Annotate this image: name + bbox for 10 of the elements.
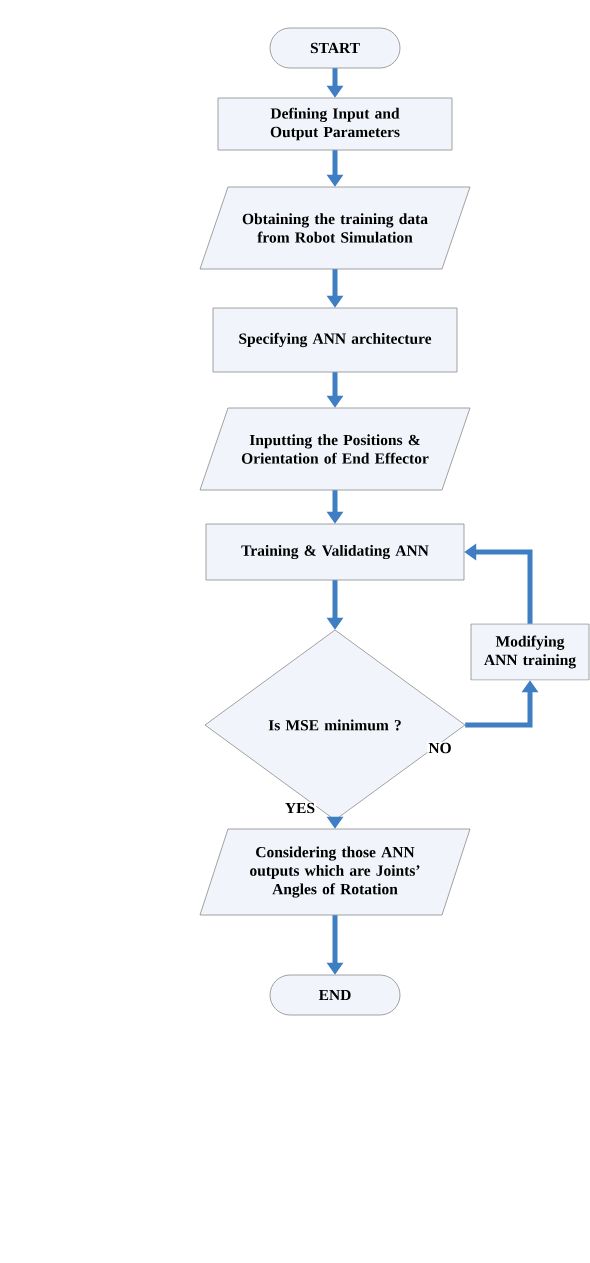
process-box: Specifying ANN architecture xyxy=(212,307,458,373)
terminal-pill: START xyxy=(269,27,401,69)
io-parallelogram: Considering those ANN outputs which are Joints’ Angles of Rotation xyxy=(199,828,471,916)
io-parallelogram: Inputting the Positions & Orientation of End Effector xyxy=(199,407,471,491)
process-box: Defining Input and Output Parameters xyxy=(217,97,453,151)
io-parallelogram: Obtaining the training data from Robot Simulation xyxy=(199,186,471,270)
terminal-pill: END xyxy=(269,974,401,1016)
process-box: Modifying ANN training xyxy=(470,623,590,681)
process-box: Training & Validating ANN xyxy=(205,523,465,581)
edge-label: YES xyxy=(283,801,317,815)
